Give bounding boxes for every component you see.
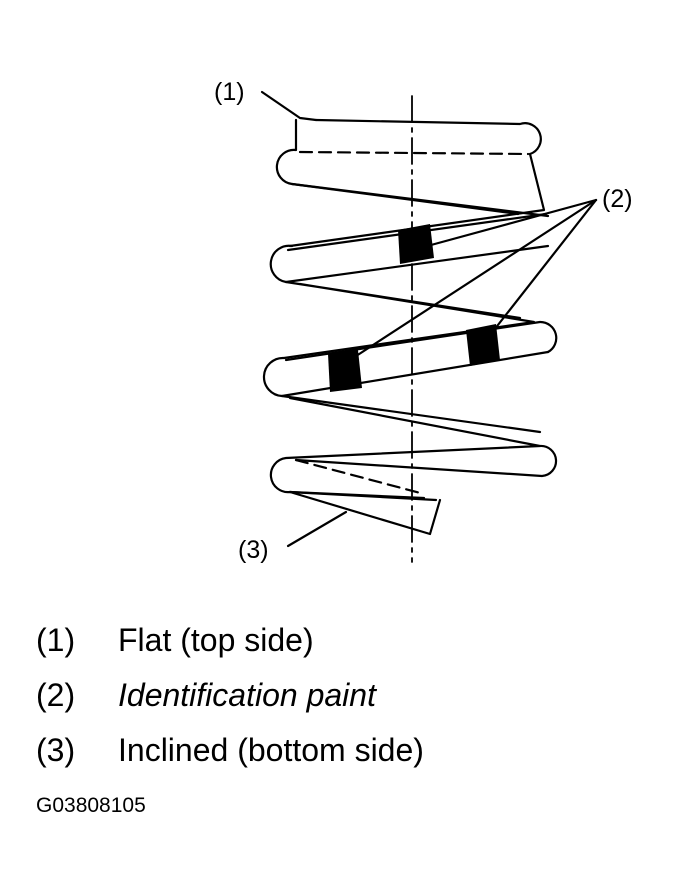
paint-mark-right	[466, 324, 500, 366]
top-coil-hidden-edge	[298, 150, 530, 156]
back-strand-2	[262, 280, 550, 398]
leader-line-2a	[418, 198, 598, 250]
figure-code: G03808105	[36, 794, 146, 817]
legend-item-2: (2) Identification paint	[36, 677, 376, 713]
legend-number: (1)	[36, 622, 76, 658]
legend-item-1: (1) Flat (top side)	[36, 622, 314, 658]
paint-mark-left	[328, 350, 362, 392]
bottom-coil	[288, 490, 442, 536]
legend-text: Identification paint	[118, 677, 376, 713]
back-strand-1	[288, 152, 550, 248]
top-coil	[275, 118, 542, 216]
legend-text: Inclined (bottom side)	[118, 732, 424, 768]
callout-3: (3)	[238, 536, 269, 564]
legend-number: (2)	[36, 677, 76, 713]
legend-number: (3)	[36, 732, 76, 768]
legend-item-3: (3) Inclined (bottom side)	[36, 732, 424, 768]
legend-text: Flat (top side)	[118, 622, 314, 658]
back-strand-3	[269, 396, 558, 502]
paint-mark-upper	[398, 224, 434, 264]
coil-spring-diagram: (1) (2) (3)	[214, 78, 633, 564]
leader-line-2c	[492, 198, 598, 332]
callout-2: (2)	[602, 185, 633, 213]
leader-line-3	[286, 510, 348, 548]
leader-line-2b	[348, 198, 598, 362]
leader-line-1	[260, 90, 318, 122]
callout-1: (1)	[214, 78, 245, 106]
third-coil	[280, 320, 558, 434]
bottom-coil-hidden-edge	[294, 458, 426, 496]
